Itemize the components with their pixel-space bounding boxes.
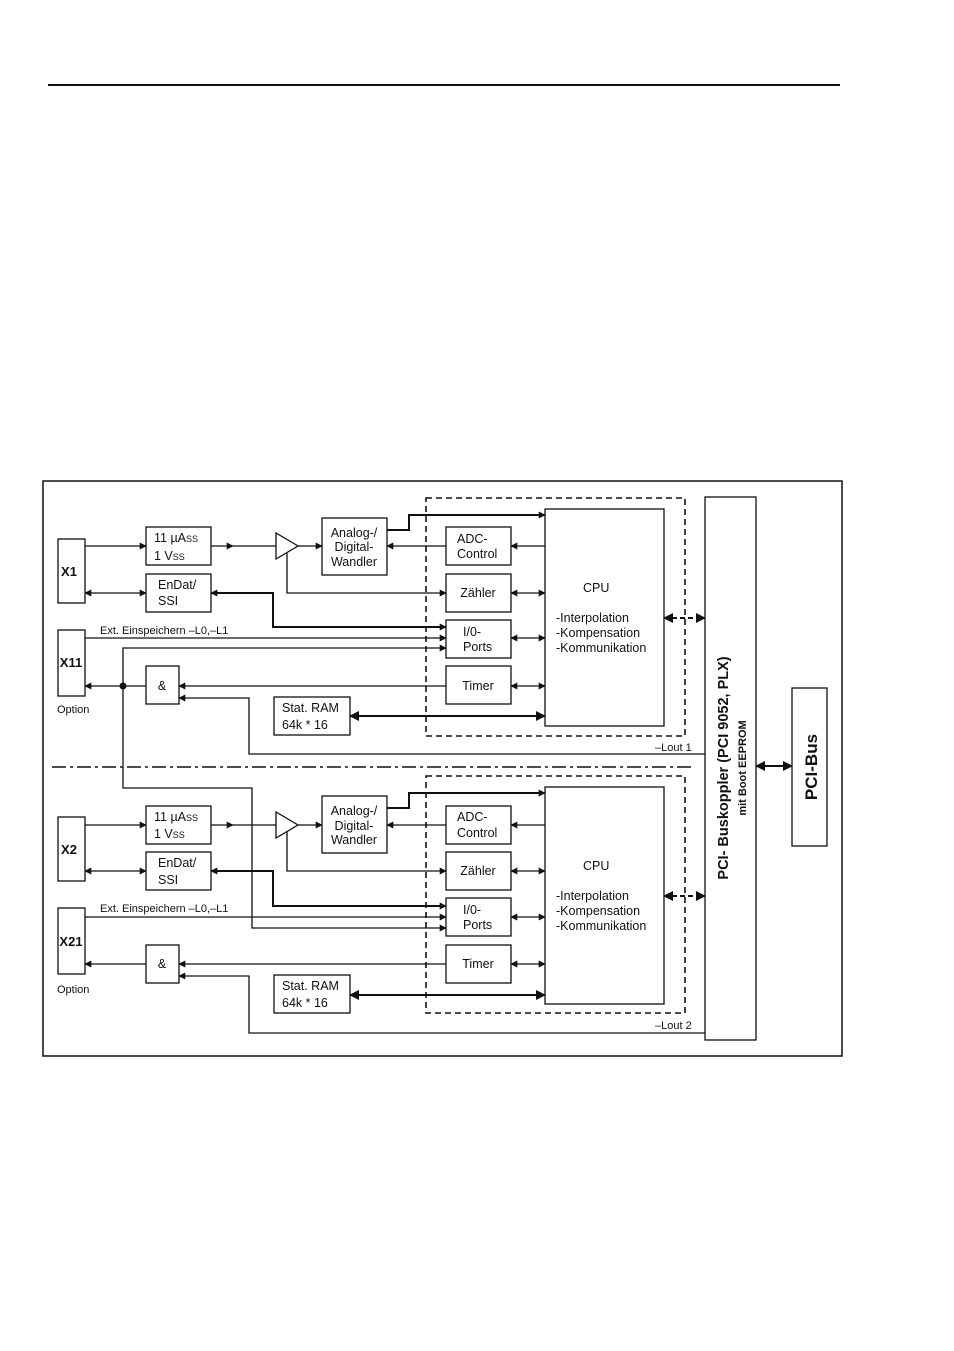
ram-line-1: Stat. RAM xyxy=(282,701,339,715)
cpu-function-3: -Kommunikation xyxy=(556,641,646,655)
signal-line-2: 1 VSS xyxy=(154,549,185,563)
ram-line-2: 64k * 16 xyxy=(282,996,328,1010)
bus-coupler-box xyxy=(704,496,757,1041)
signal-line-1: 11 µASS xyxy=(154,810,198,824)
ram-box xyxy=(273,974,351,1014)
connector-x11-label: X11 xyxy=(60,655,82,670)
endat-box xyxy=(145,573,212,613)
endat-line-2: SSI xyxy=(158,594,178,608)
pci-bus-labels: PCI-Bus xyxy=(802,734,821,800)
counter-label: Zähler xyxy=(460,586,495,600)
diagram-frame xyxy=(42,480,843,1057)
and-gate-label: & xyxy=(158,679,167,693)
cpu-title: CPU xyxy=(583,859,609,873)
ext-latch-label: Ext. Einspeichern –L0,–L1 xyxy=(100,625,228,637)
signal-line-1: 11 µASS xyxy=(154,531,198,545)
signal-line-2: 1 VSS xyxy=(154,827,185,841)
endat-line-2: SSI xyxy=(158,873,178,887)
signal-input-box xyxy=(145,805,212,845)
adc-line-1: Analog-/ xyxy=(331,804,378,818)
section-2: X2 X21 Option 11 µASS 1 VSS EnDat/ SSI A… xyxy=(57,775,706,1034)
connector-x2 xyxy=(57,816,86,882)
adc-line-2: Digital- xyxy=(335,540,374,554)
timer-box xyxy=(445,944,512,984)
pci-bus-box xyxy=(791,687,828,847)
section-1: X1 X11 Option 11 µASS 1 VSS EnDat/ SSI A… xyxy=(57,497,706,932)
io-ports-line-1: I/0- xyxy=(463,903,481,917)
timer-label: Timer xyxy=(462,679,493,693)
lout-label: –Lout 1 xyxy=(655,742,692,754)
cpu-function-2: -Kompensation xyxy=(556,626,640,640)
adc-control-line-2: Control xyxy=(457,547,497,561)
bus-coupler-labels: PCI- Buskoppler (PCI 9052, PLX) mit Boot… xyxy=(716,656,749,879)
connector-x11 xyxy=(57,629,86,697)
adc-control-line-1: ADC- xyxy=(457,532,488,546)
pci-bus-label: PCI-Bus xyxy=(802,734,821,800)
signal-input-box xyxy=(145,526,212,566)
cpu-title: CPU xyxy=(583,581,609,595)
io-ports-line-2: Ports xyxy=(463,640,492,654)
ext-latch-label: Ext. Einspeichern –L0,–L1 xyxy=(100,903,228,915)
endat-box xyxy=(145,851,212,891)
cpu-function-1: -Interpolation xyxy=(556,611,629,625)
bus-coupler-subtitle: mit Boot EEPROM xyxy=(737,720,749,815)
io-ports-line-2: Ports xyxy=(463,918,492,932)
option-note: Option xyxy=(57,704,89,716)
connector-x1-label: X1 xyxy=(61,564,77,579)
cpu-function-1: -Interpolation xyxy=(556,889,629,903)
and-gate-label: & xyxy=(158,957,167,971)
connector-x21-label: X21 xyxy=(59,934,82,949)
adc-line-2: Digital- xyxy=(335,819,374,833)
and-gate xyxy=(145,665,180,705)
page-header-rule xyxy=(48,84,840,86)
cpu-box xyxy=(544,786,665,1005)
counter-label: Zähler xyxy=(460,864,495,878)
io-ports-box xyxy=(445,619,512,659)
counter-box xyxy=(445,573,512,613)
bus-coupler-title: PCI- Buskoppler (PCI 9052, PLX) xyxy=(716,656,732,879)
adc-control-line-2: Control xyxy=(457,826,497,840)
ram-box xyxy=(273,696,351,736)
io-ports-line-1: I/0- xyxy=(463,625,481,639)
cpu-function-3: -Kommunikation xyxy=(556,919,646,933)
option-note: Option xyxy=(57,984,89,996)
adc-line-1: Analog-/ xyxy=(331,526,378,540)
adc-line-3: Wandler xyxy=(331,833,377,847)
adc-box xyxy=(321,517,388,576)
adc-line-3: Wandler xyxy=(331,555,377,569)
timer-label: Timer xyxy=(462,957,493,971)
cpu-function-2: -Kompensation xyxy=(556,904,640,918)
endat-line-1: EnDat/ xyxy=(158,578,197,592)
connector-x2-label: X2 xyxy=(61,842,77,857)
lout-label: –Lout 2 xyxy=(655,1020,692,1032)
adc-control-line-1: ADC- xyxy=(457,810,488,824)
connector-x21 xyxy=(57,907,86,975)
counter-box xyxy=(445,851,512,891)
connector-x1 xyxy=(57,538,86,604)
ram-line-2: 64k * 16 xyxy=(282,718,328,732)
ram-line-1: Stat. RAM xyxy=(282,979,339,993)
timer-box xyxy=(445,665,512,705)
endat-line-1: EnDat/ xyxy=(158,856,197,870)
